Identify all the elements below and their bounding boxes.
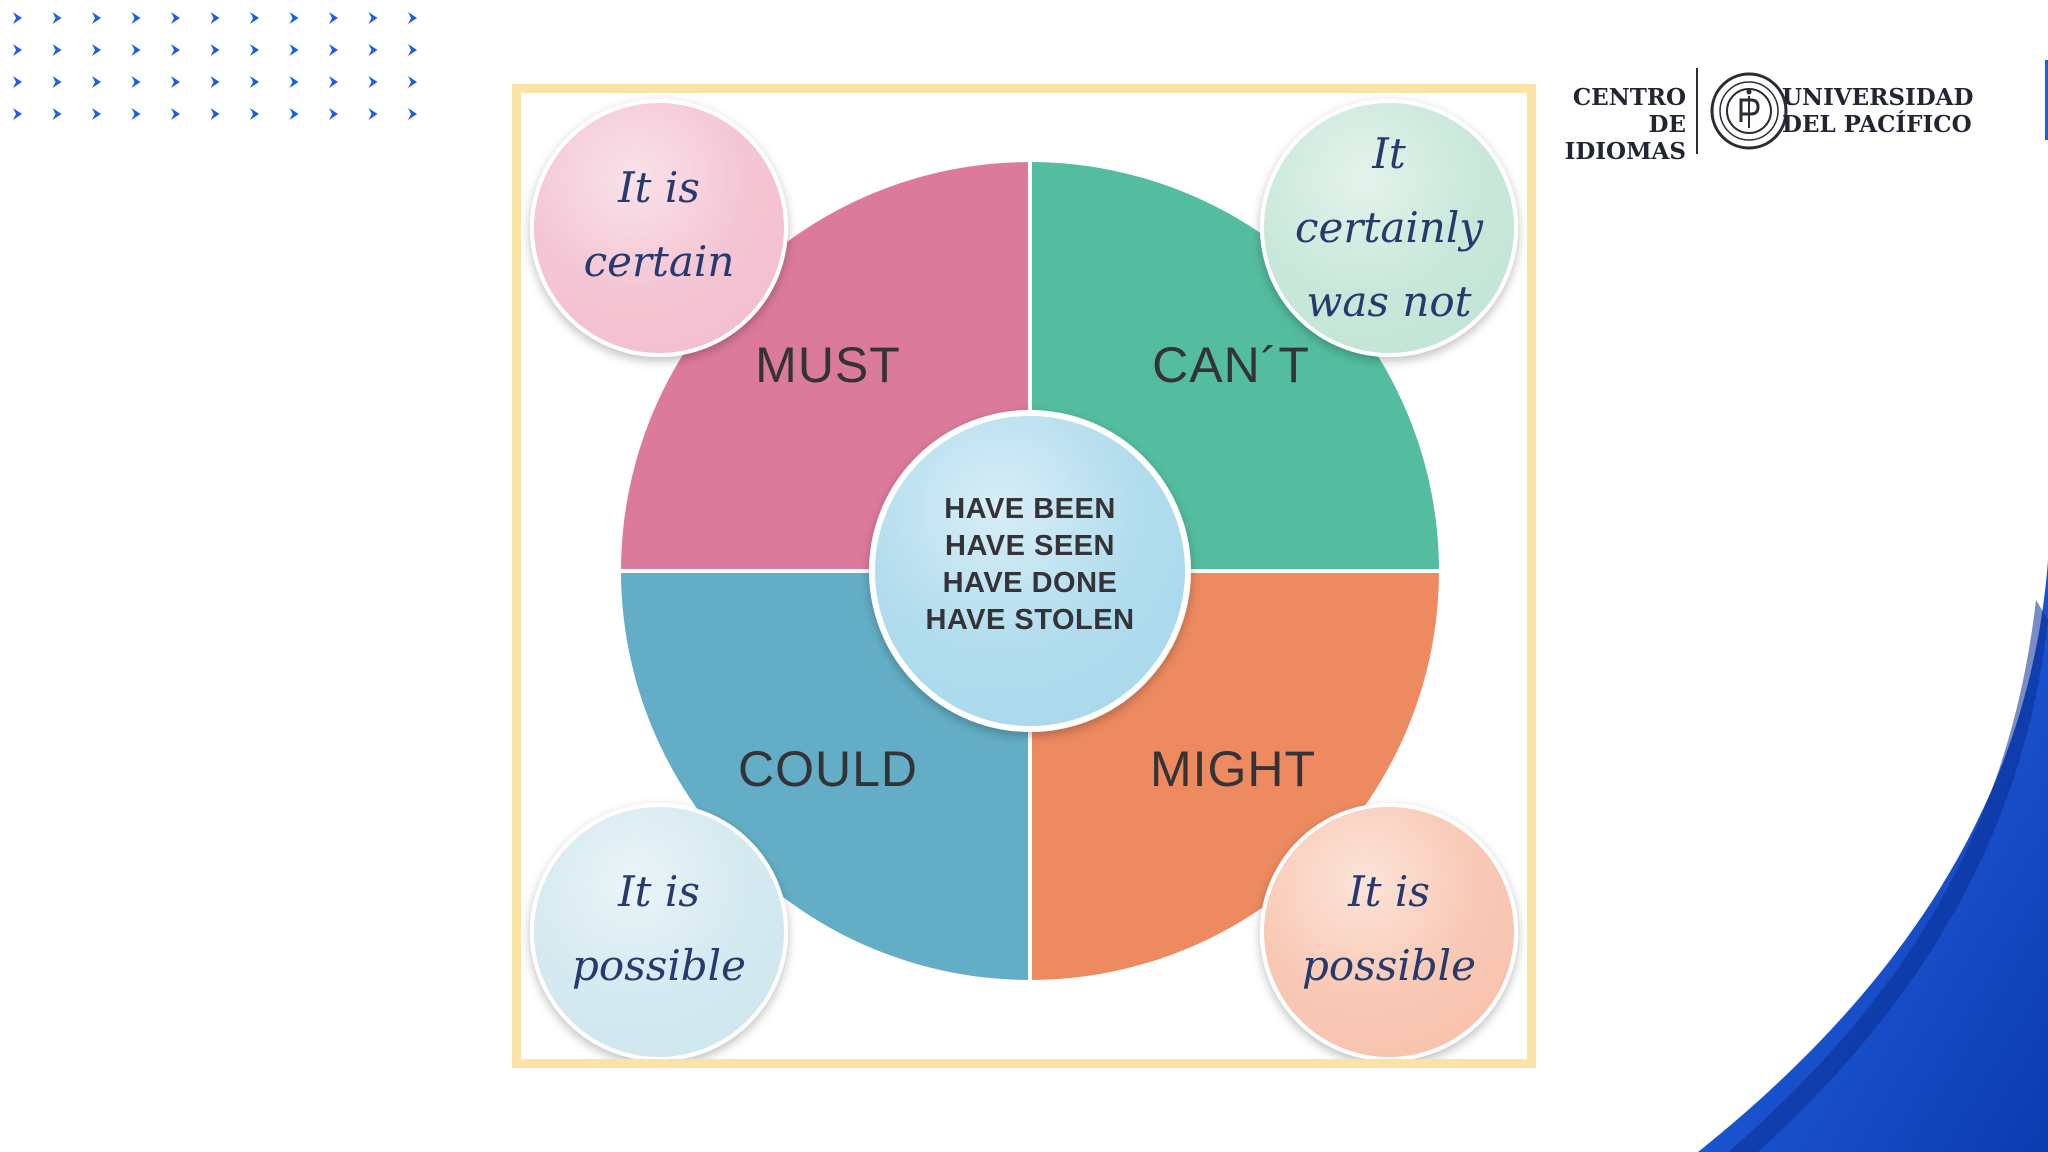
dot-chevron [13, 12, 22, 24]
bubble-top-right [1260, 99, 1518, 357]
label-cant: CAN´T [1152, 337, 1310, 393]
dot-chevron [289, 44, 299, 56]
dot-chevron [92, 108, 101, 120]
dot-chevron [329, 12, 338, 24]
label-could: COULD [737, 741, 919, 797]
bubble-text-it-is-possible-right: It is possible [1302, 867, 1476, 990]
dot-chevron [131, 76, 141, 88]
bubble-bottom-left [530, 803, 788, 1059]
dot-chevron [329, 108, 338, 120]
dot-chevron [250, 76, 259, 88]
dot-chevron [329, 76, 338, 88]
dot-chevron [368, 44, 378, 56]
dot-chevron [210, 76, 220, 88]
logo-divider [1696, 68, 1698, 154]
dot-chevron [131, 12, 141, 24]
dot-chevron [289, 76, 299, 88]
university-seal-icon [1710, 72, 1788, 150]
dot-chevron [250, 44, 259, 56]
bubble-top-left [530, 99, 788, 357]
dot-chevron [329, 44, 338, 56]
dot-chevron [131, 108, 141, 120]
dot-chevron [408, 76, 417, 88]
dot-chevron [131, 44, 141, 56]
dot-chevron [171, 76, 180, 88]
dot-chevron [13, 44, 22, 56]
dot-chevron [210, 12, 220, 24]
center-verb-list: HAVE BEEN HAVE SEEN HAVE DONE HAVE STOLE… [925, 493, 1135, 636]
dot-chevron [171, 44, 180, 56]
dot-chevron [92, 12, 101, 24]
bubble-text-it-certainly-was-not: It certainly was not [1294, 129, 1483, 326]
dot-chevron [92, 44, 101, 56]
center-circle-shine [875, 416, 1185, 726]
modal-verbs-diagram [530, 99, 1518, 1059]
bubble-bottom-right [1260, 803, 1518, 1059]
bubble-text-it-is-certain: It is certain [583, 163, 735, 286]
blue-swoosh-decoration [1698, 60, 2048, 1152]
dot-chevron [408, 108, 417, 120]
logo-universidad-del-pacifico: UNIVERSIDAD DEL PACÍFICO [1782, 84, 1974, 138]
dot-chevron [250, 12, 259, 24]
dot-chevron [13, 76, 22, 88]
label-might: MIGHT [1149, 741, 1317, 797]
dot-chevron [52, 44, 62, 56]
label-must: MUST [755, 337, 901, 393]
dot-chevron [52, 108, 62, 120]
university-logo: CENTRO DE IDIOMAS UNIVERSIDAD DEL PACÍFI… [1536, 66, 1973, 165]
dot-chevron [52, 12, 62, 24]
dot-chevron [289, 12, 299, 24]
logo-centro-de-idiomas: CENTRO DE IDIOMAS [1564, 84, 1686, 165]
dot-chevron [368, 108, 378, 120]
bubble-text-it-is-possible-left: It is possible [572, 867, 746, 990]
dot-chevron [408, 12, 417, 24]
dot-chevron [289, 108, 299, 120]
dot-chevron [368, 76, 378, 88]
dot-chevron [368, 12, 378, 24]
diagram-frame [512, 84, 1536, 1068]
dot-chevron [92, 76, 101, 88]
dot-chevron [52, 76, 62, 88]
dot-chevron [210, 44, 220, 56]
dot-chevron [13, 108, 22, 120]
dot-chevron [408, 44, 417, 56]
dot-chevron [210, 108, 220, 120]
dot-pattern [13, 12, 417, 120]
dot-chevron [250, 108, 259, 120]
dot-chevron [171, 12, 180, 24]
dot-chevron [171, 108, 180, 120]
